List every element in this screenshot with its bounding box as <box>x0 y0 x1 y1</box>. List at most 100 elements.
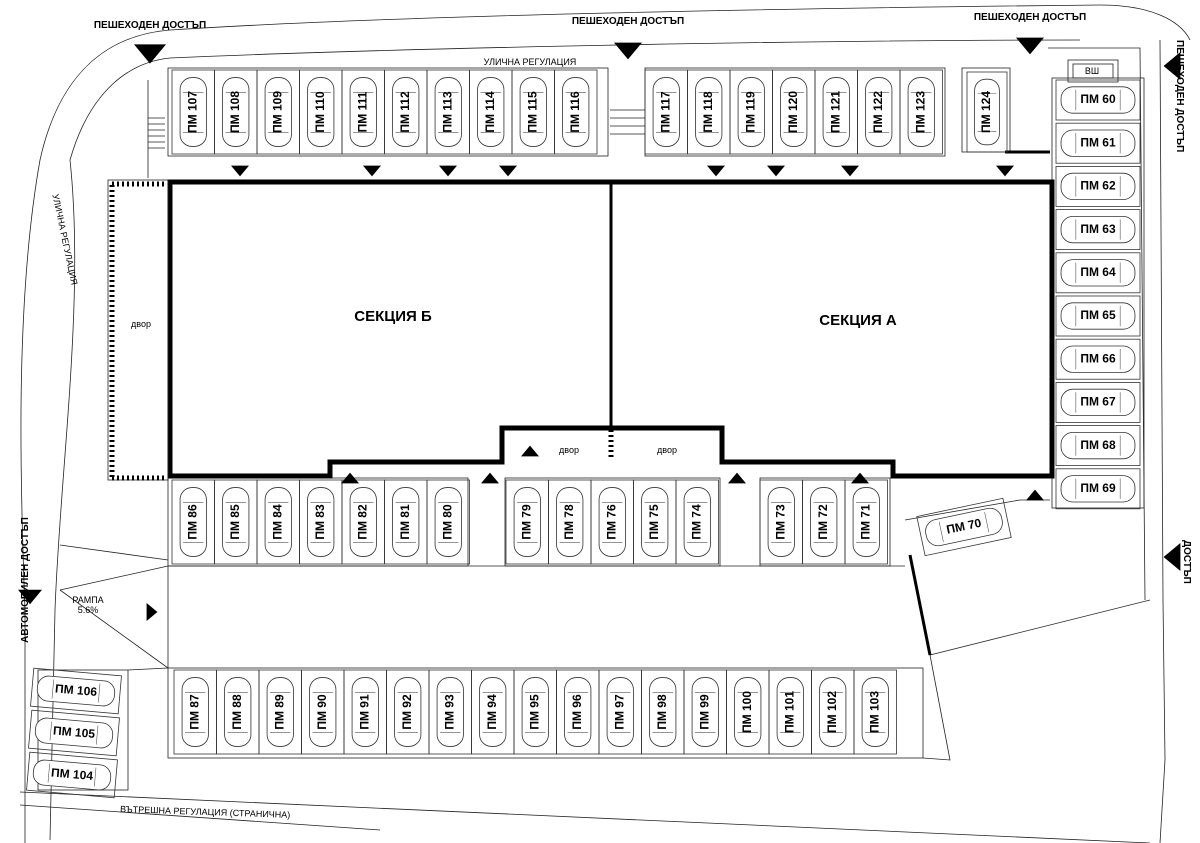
parking-spot: ПМ 121 <box>814 69 858 155</box>
parking-spot-label: ПМ 90 <box>315 694 329 730</box>
car-outline <box>907 77 935 147</box>
parking-spot: ПМ 100 <box>726 669 770 755</box>
arrow-icon <box>851 472 869 484</box>
parking-spot-label: ПМ 83 <box>313 504 327 540</box>
car-outline <box>479 677 507 747</box>
parking-spot: ПМ 87 <box>173 669 217 755</box>
ped-access-label-1: ПЕШЕХОДЕН ДОСТЪП <box>94 20 206 31</box>
car-outline <box>179 487 207 557</box>
parking-spot-label: ПМ 87 <box>187 694 201 730</box>
parking-spot: ПМ 118 <box>687 69 731 155</box>
parking-spot-label: ПМ 117 <box>658 91 672 133</box>
car-outline <box>434 487 462 557</box>
car-outline <box>1060 302 1136 330</box>
parking-spot: ПМ 82 <box>341 479 385 565</box>
parking-spot-label: ПМ 118 <box>701 91 715 133</box>
parking-spot: ПМ 65 <box>1055 295 1141 337</box>
ped-access-label-3: ПЕШЕХОДЕН ДОСТЪП <box>974 12 1086 23</box>
parking-spot: ПМ 90 <box>301 669 345 755</box>
parking-spot-label: ПМ 86 <box>185 504 199 540</box>
arrow-icon <box>499 165 517 177</box>
parking-spot-label: ПМ 111 <box>355 91 369 132</box>
car-outline <box>1060 215 1136 244</box>
arrow-icon <box>341 472 359 484</box>
car-outline <box>222 77 250 147</box>
parking-spot: ПМ 69 <box>1055 468 1141 510</box>
yard-label-center-right: двор <box>657 445 677 455</box>
parking-spot-label: ПМ 119 <box>743 91 757 133</box>
car-outline <box>691 677 719 747</box>
parking-spot-label: ПМ 92 <box>400 694 414 730</box>
arrow-icon <box>707 165 725 177</box>
parking-spot-label: ПМ 114 <box>483 91 497 133</box>
parking-spot: ПМ 99 <box>683 669 727 755</box>
parking-spot-label: ПМ 79 <box>519 504 533 540</box>
parking-spot: ПМ 106 <box>30 667 122 715</box>
parking-spot-label: ПМ 108 <box>228 91 242 133</box>
arrow-icon <box>481 472 499 484</box>
car-outline <box>351 677 379 747</box>
parking-spot-label: ПМ 88 <box>230 694 244 730</box>
car-outline <box>349 77 377 147</box>
car-outline <box>521 677 549 747</box>
ped-access-label-right: ПЕШЕХОДЕН ДОСТЪП <box>1174 40 1185 152</box>
car-outline <box>477 77 505 147</box>
car-outline <box>606 677 634 747</box>
car-outline <box>434 77 462 147</box>
car-outline <box>767 487 795 557</box>
car-outline <box>1060 129 1136 157</box>
parking-spot-label: ПМ 65 <box>1080 308 1116 322</box>
parking-spot-label: ПМ 112 <box>398 91 412 133</box>
car-outline <box>519 77 547 147</box>
parking-spot-label: ПМ 103 <box>867 691 881 733</box>
parking-spot-label: ПМ 91 <box>357 694 371 730</box>
parking-spot-label: ПМ 61 <box>1080 135 1116 149</box>
parking-spot-label: ПМ 115 <box>525 91 539 133</box>
parking-spot: ПМ 97 <box>598 669 642 755</box>
section-a-label: СЕКЦИЯ А <box>819 312 897 329</box>
car-outline <box>852 487 880 557</box>
parking-spot: ПМ 84 <box>256 479 300 565</box>
parking-spot-label: ПМ 105 <box>53 723 96 741</box>
arrow-icon <box>521 445 539 457</box>
parking-spot: ПМ 111 <box>341 69 385 155</box>
car-outline <box>556 487 584 557</box>
parking-spot-label: ПМ 73 <box>773 504 787 540</box>
parking-spot: ПМ 110 <box>299 69 343 155</box>
car-outline <box>652 77 680 147</box>
car-outline <box>780 77 808 147</box>
parking-spot: ПМ 116 <box>554 69 598 155</box>
car-access-label: АВТОМОБИЛЕН ДОСТЪП <box>20 517 31 643</box>
car-outline <box>224 677 252 747</box>
parking-spot-label: ПМ 82 <box>355 504 369 540</box>
parking-spot: ПМ 92 <box>386 669 430 755</box>
access-right-label: ДОСТЪП <box>1181 540 1192 584</box>
parking-spot: ПМ 94 <box>471 669 515 755</box>
car-outline <box>865 77 893 147</box>
car-outline <box>513 487 541 557</box>
car-outline <box>222 487 250 557</box>
parking-spot: ПМ 114 <box>469 69 513 155</box>
parking-spot: ПМ 117 <box>644 69 688 155</box>
parking-spot: ПМ 76 <box>590 479 634 565</box>
arrow-icon <box>614 42 642 60</box>
parking-spot: ПМ 103 <box>853 669 897 755</box>
parking-spot-label: ПМ 64 <box>1080 265 1116 279</box>
car-outline <box>564 677 592 747</box>
car-outline <box>349 487 377 557</box>
arrow-icon <box>146 603 158 621</box>
parking-spot-label: ПМ 124 <box>979 91 993 133</box>
parking-spot-label: ПМ 94 <box>485 694 499 730</box>
parking-spot: ПМ 112 <box>384 69 428 155</box>
parking-spot: ПМ 79 <box>505 479 549 565</box>
car-outline <box>1060 431 1136 460</box>
parking-spot: ПМ 119 <box>729 69 773 155</box>
arrow-icon <box>363 165 381 177</box>
car-outline <box>819 677 847 747</box>
parking-spot: ПМ 68 <box>1055 425 1141 467</box>
parking-spot-label: ПМ 113 <box>440 91 454 133</box>
parking-spot-label: ПМ 104 <box>51 765 94 783</box>
yard-label-left: двор <box>131 319 151 329</box>
